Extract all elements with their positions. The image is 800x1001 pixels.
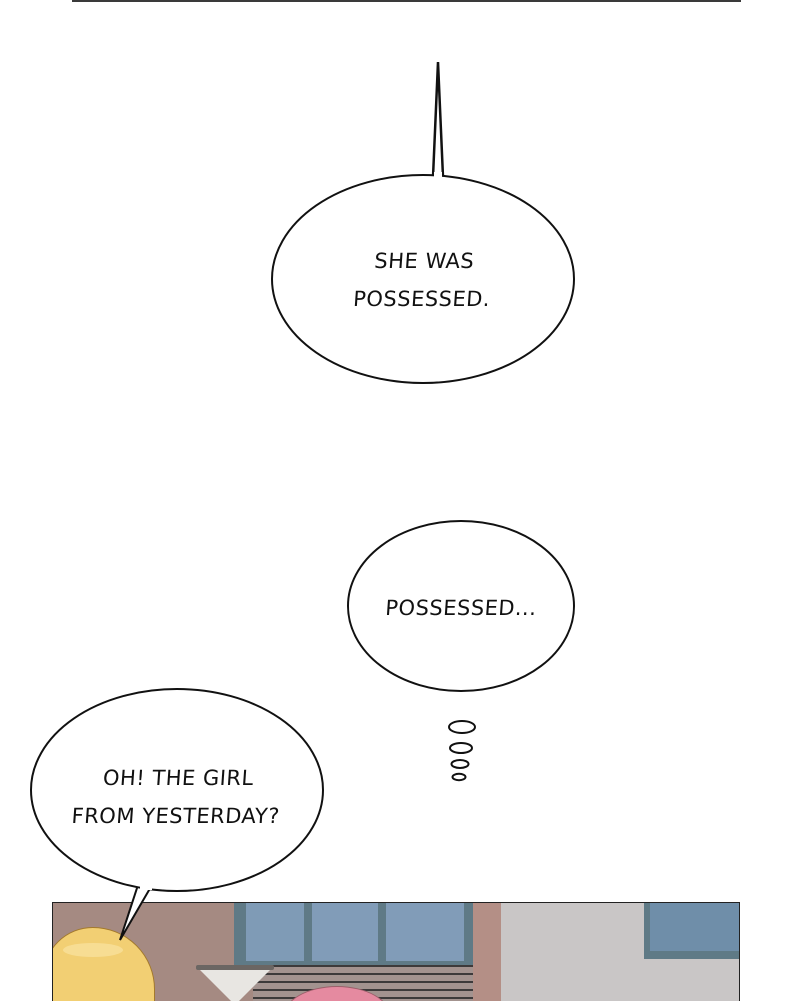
speech-left-text: OH! THE GIRL FROM YESTERDAY? xyxy=(54,759,299,835)
window-pane-3 xyxy=(386,903,464,961)
lamp-rim xyxy=(196,965,274,970)
right-window-glass xyxy=(650,903,739,951)
wall-strip xyxy=(473,903,501,1001)
thought-bubble-middle xyxy=(347,520,575,782)
speech-bubble-top xyxy=(271,61,575,384)
speech-left-line-1: OH! THE GIRL xyxy=(102,766,255,790)
top-panel-border xyxy=(72,0,741,2)
speech-bubble-left xyxy=(30,688,324,941)
comic-panel-classroom xyxy=(52,902,740,1001)
lamp-shade xyxy=(199,969,271,1001)
blonde-hair-highlight xyxy=(63,943,123,957)
speech-left-line-2: FROM YESTERDAY? xyxy=(70,804,281,828)
window-pane-1 xyxy=(246,903,304,961)
window-pane-2 xyxy=(312,903,378,961)
